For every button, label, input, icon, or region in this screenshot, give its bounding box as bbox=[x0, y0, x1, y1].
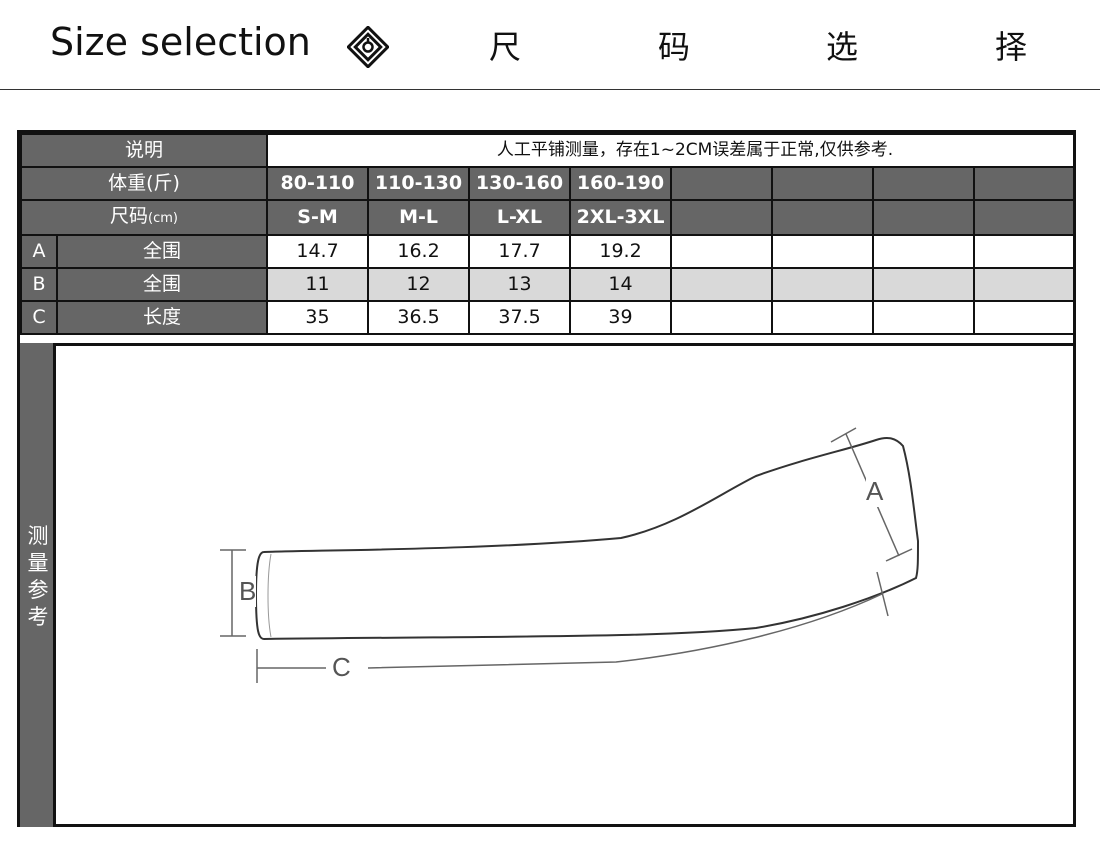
size-cell: S-M bbox=[266, 199, 370, 236]
c-dim-line bbox=[257, 593, 883, 669]
sidebar-char: 量 bbox=[27, 551, 49, 575]
a-dim-cap bbox=[830, 427, 857, 443]
note-text: 人工平铺测量，存在1~2CM误差属于正常,仅供参考. bbox=[266, 133, 1076, 168]
row-code: B bbox=[20, 267, 58, 302]
value-cell: 13 bbox=[468, 267, 572, 302]
sleeve-cuff-seam bbox=[267, 553, 272, 638]
header-char-3: 选 bbox=[826, 28, 859, 66]
sidebar-char: 参 bbox=[27, 578, 49, 602]
sleeve-outline bbox=[254, 437, 920, 641]
value-cell: 36.5 bbox=[367, 300, 471, 335]
measurement-reference-sidebar: 测 量 参 考 bbox=[20, 343, 56, 827]
value-cell: 12 bbox=[367, 267, 471, 302]
size-cell: 2XL-3XL bbox=[569, 199, 673, 236]
size-row: 尺码(cm) S-M M-L L-XL 2XL-3XL bbox=[19, 199, 1076, 236]
header-char-4: 择 bbox=[995, 28, 1028, 66]
empty-cell bbox=[670, 199, 774, 236]
size-unit: (cm) bbox=[148, 211, 178, 226]
empty-cell bbox=[771, 300, 875, 335]
empty-cell bbox=[973, 267, 1076, 302]
size-label-text: 尺码 bbox=[110, 205, 149, 227]
label-c: C bbox=[332, 652, 351, 683]
measure-row-a: A 全围 14.7 16.2 17.7 19.2 bbox=[20, 234, 1076, 269]
empty-cell bbox=[771, 166, 875, 201]
weight-cell: 130-160 bbox=[468, 166, 572, 201]
empty-cell bbox=[973, 300, 1076, 335]
value-cell: 39 bbox=[569, 300, 673, 335]
sidebar-char: 考 bbox=[27, 605, 49, 629]
empty-cell bbox=[670, 267, 774, 302]
label-a: A bbox=[866, 476, 884, 507]
row-name: 全围 bbox=[55, 267, 269, 302]
empty-cell bbox=[670, 166, 774, 201]
weight-label: 体重(斤) bbox=[19, 166, 269, 201]
value-cell: 14 bbox=[569, 267, 673, 302]
sidebar-char: 测 bbox=[27, 524, 49, 548]
size-chart-frame: 说明 人工平铺测量，存在1~2CM误差属于正常,仅供参考. 体重(斤) 80-1… bbox=[17, 130, 1076, 827]
empty-cell bbox=[872, 234, 976, 269]
header-char-1: 尺 bbox=[489, 28, 522, 66]
empty-cell bbox=[670, 234, 774, 269]
header-divider bbox=[0, 89, 1100, 90]
empty-cell bbox=[670, 300, 774, 335]
empty-cell bbox=[973, 199, 1076, 236]
value-cell: 14.7 bbox=[266, 234, 370, 269]
row-code: C bbox=[20, 300, 58, 335]
weight-row: 体重(斤) 80-110 110-130 130-160 160-190 bbox=[19, 166, 1076, 201]
note-label: 说明 bbox=[19, 133, 269, 168]
a-dim-cap bbox=[885, 548, 913, 562]
value-cell: 19.2 bbox=[569, 234, 673, 269]
measure-row-c: C 长度 35 36.5 37.5 39 bbox=[20, 300, 1076, 335]
size-cell: L-XL bbox=[468, 199, 572, 236]
page-title: Size selection bbox=[50, 20, 311, 64]
empty-cell bbox=[872, 300, 976, 335]
value-cell: 35 bbox=[266, 300, 370, 335]
sidebar-label: 测 量 参 考 bbox=[20, 523, 56, 631]
size-label: 尺码(cm) bbox=[19, 199, 269, 236]
note-row: 说明 人工平铺测量，存在1~2CM误差属于正常,仅供参考. bbox=[19, 133, 1076, 168]
value-cell: 11 bbox=[266, 267, 370, 302]
empty-cell bbox=[872, 199, 976, 236]
empty-cell bbox=[771, 234, 875, 269]
weight-cell: 80-110 bbox=[266, 166, 370, 201]
empty-cell bbox=[771, 199, 875, 236]
arm-sleeve-illustration bbox=[220, 427, 920, 683]
empty-cell bbox=[771, 267, 875, 302]
header-char-2: 码 bbox=[658, 28, 691, 66]
weight-cell: 160-190 bbox=[569, 166, 673, 201]
empty-cell bbox=[973, 166, 1076, 201]
label-b: B bbox=[239, 576, 257, 607]
row-name: 长度 bbox=[55, 300, 269, 335]
size-table: 说明 人工平铺测量，存在1~2CM误差属于正常,仅供参考. 体重(斤) 80-1… bbox=[19, 133, 1076, 335]
row-name: 全围 bbox=[55, 234, 269, 269]
empty-cell bbox=[973, 234, 1076, 269]
empty-cell bbox=[872, 267, 976, 302]
size-cell: M-L bbox=[367, 199, 471, 236]
measure-row-b: B 全围 11 12 13 14 bbox=[20, 267, 1076, 302]
value-cell: 16.2 bbox=[367, 234, 471, 269]
c-dim-cap bbox=[876, 571, 889, 617]
diamond-logo-icon bbox=[347, 26, 389, 68]
row-code: A bbox=[20, 234, 58, 269]
value-cell: 17.7 bbox=[468, 234, 572, 269]
weight-cell: 110-130 bbox=[367, 166, 471, 201]
measurement-diagram: B C A bbox=[56, 343, 1073, 827]
value-cell: 37.5 bbox=[468, 300, 572, 335]
empty-cell bbox=[872, 166, 976, 201]
page-header: Size selection 尺 码 选 择 bbox=[0, 0, 1100, 90]
